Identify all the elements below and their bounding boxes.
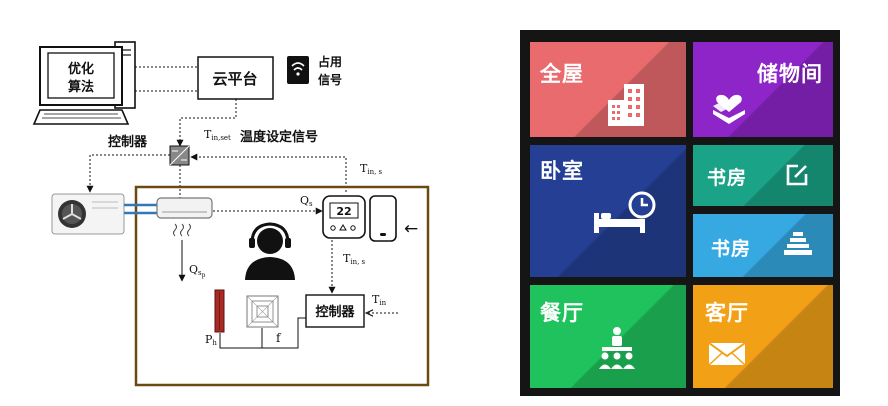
storage-box-icon	[713, 94, 745, 124]
tile-label: 客厅	[705, 301, 749, 325]
t-in-s-top-symbol: Tin, s	[360, 162, 383, 176]
books-stack-icon	[784, 232, 812, 255]
controller-outdoor-line	[86, 154, 170, 193]
t-in-s-mid-symbol: Tin, s	[343, 252, 366, 266]
tile-bedroom[interactable]: 卧室	[530, 145, 686, 277]
tile-label: 书房	[711, 238, 752, 260]
f-symbol: f	[276, 331, 282, 345]
smart-home-control-diagram: 优化 算法 云平台 占用 信号 控制器 Tin,set 温度设定信号 Tin, …	[32, 41, 430, 387]
t-inset-symbol: Tin,set	[204, 128, 231, 142]
indoor-ac-unit-icon	[156, 197, 213, 237]
computer-label-line2: 算法	[68, 79, 94, 95]
tile-living-room[interactable]: 客厅	[693, 285, 833, 388]
tile-label: 储物间	[757, 62, 823, 86]
q-sp-symbol: Qsp	[189, 263, 206, 279]
computer-icon	[32, 41, 136, 125]
signal-label-line2: 信号	[318, 72, 342, 87]
controller-bottom-box	[305, 294, 365, 328]
bed-clock-icon	[594, 191, 656, 233]
computer-label-line1: 优化	[68, 61, 94, 77]
ceiling-fan-icon	[246, 295, 279, 328]
q-s-symbol: Qs	[300, 194, 313, 208]
tile-storage-room[interactable]: 储物间	[693, 42, 833, 137]
t-in-symbol: Tin	[372, 293, 387, 307]
person-headset-icon	[245, 222, 295, 280]
outdoor-ac-unit-icon	[51, 193, 125, 235]
dining-people-icon	[599, 327, 635, 369]
thermostat-display: 22	[336, 205, 351, 218]
mail-icon	[708, 342, 746, 366]
controller-top-label: 控制器	[108, 134, 148, 150]
signal-label-line1: 占用	[318, 54, 342, 69]
tile-label: 餐厅	[540, 301, 584, 325]
tile-label: 卧室	[540, 159, 584, 183]
external-input-arrow: ←	[404, 219, 418, 239]
control-wire	[219, 317, 306, 349]
occupancy-signal-icon	[287, 56, 309, 84]
tile-study-2[interactable]: 书房	[693, 214, 833, 277]
tile-label: 书房	[707, 167, 748, 189]
radiator-heater-icon	[214, 289, 225, 333]
temp-setting-label: 温度设定信号	[240, 129, 318, 145]
building-icon	[608, 84, 644, 126]
setpoint-signal-line	[176, 99, 237, 147]
smartphone-icon	[369, 195, 397, 242]
controller-bottom-label: 控制器	[315, 304, 355, 320]
room-tile-panel: 全屋 储物间 卧室	[520, 30, 840, 396]
tile-whole-house[interactable]: 全屋	[530, 42, 686, 137]
edit-icon	[786, 164, 808, 186]
tile-study-1[interactable]: 书房	[693, 145, 833, 206]
p-h-symbol: Ph	[205, 333, 217, 347]
tile-dining-room[interactable]: 餐厅	[530, 285, 686, 388]
room-boundary	[134, 185, 430, 387]
cloud-platform-label: 云平台	[212, 70, 257, 88]
controller-top-icon	[169, 145, 190, 166]
tile-label: 全屋	[540, 62, 584, 86]
thermostat-icon: 22	[322, 195, 366, 239]
